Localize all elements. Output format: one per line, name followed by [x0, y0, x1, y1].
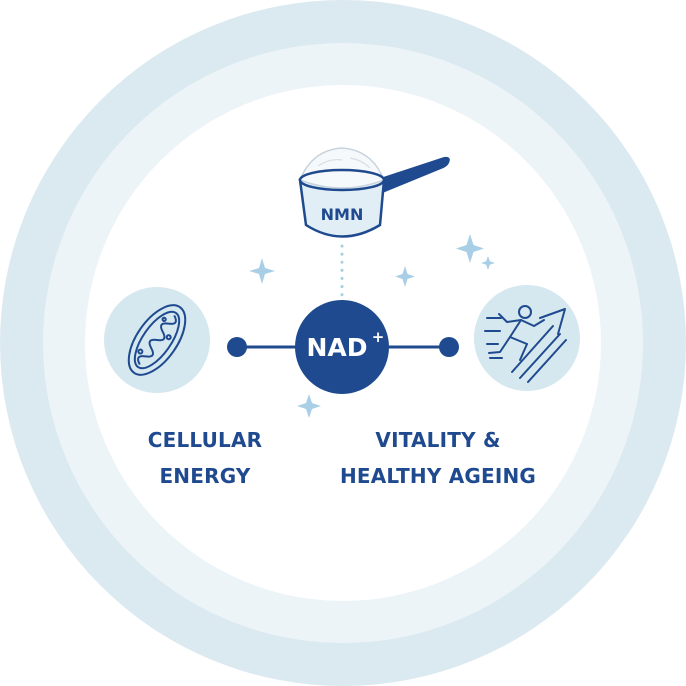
cellular-energy-line1: CELLULAR — [147, 428, 263, 452]
running-person-arrow-icon — [484, 305, 567, 383]
cellular-energy-label: CELLULAR ENERGY — [120, 422, 290, 494]
nad-label: NAD — [306, 333, 367, 362]
powder-scoop-icon: NMN — [298, 147, 450, 238]
mitochondria-icon — [127, 304, 187, 376]
sparkle-icon — [481, 256, 495, 270]
sparkle-icon — [297, 394, 321, 418]
right-icon-circle — [474, 285, 580, 391]
vitality-line1: VITALITY & — [375, 428, 501, 452]
cellular-energy-line2: ENERGY — [159, 464, 251, 488]
nad-node — [295, 300, 389, 394]
sparkle-icon — [456, 234, 484, 263]
sparkle-icon — [395, 266, 415, 287]
left-node-dot — [227, 337, 247, 357]
right-node-dot — [439, 337, 459, 357]
nad-superscript: + — [372, 328, 385, 346]
scoop-label: NMN — [321, 205, 364, 224]
vitality-label: VITALITY & HEALTHY AGEING — [318, 422, 558, 494]
vitality-line2: HEALTHY AGEING — [339, 464, 537, 488]
sparkle-icon — [249, 258, 275, 284]
sparkle-icons — [249, 234, 495, 418]
